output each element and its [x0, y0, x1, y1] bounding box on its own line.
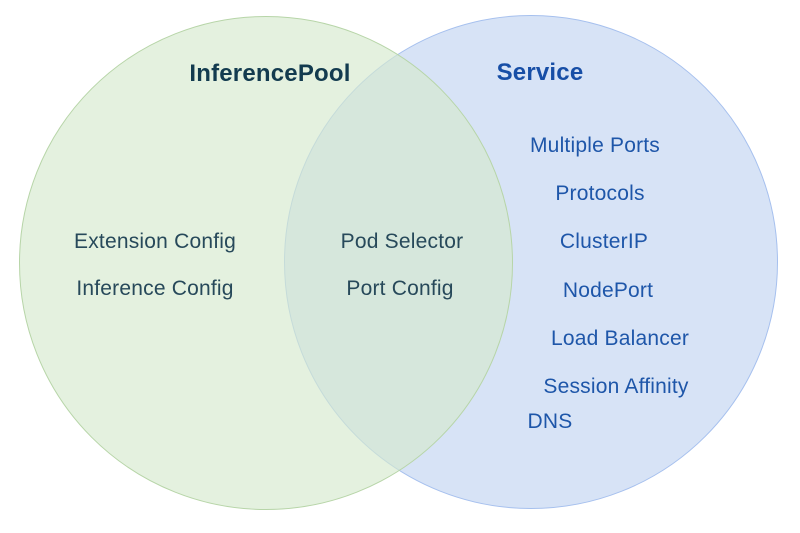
- intersection-item: Pod Selector: [340, 230, 464, 253]
- service-item: Session Affinity: [543, 375, 689, 398]
- service-item: ClusterIP: [559, 230, 649, 253]
- intersection-item: Port Config: [346, 277, 454, 300]
- service-item: NodePort: [562, 279, 654, 302]
- service-item: Protocols: [555, 182, 645, 205]
- inferencepool-item: Inference Config: [76, 277, 234, 300]
- service-item: Multiple Ports: [529, 134, 661, 157]
- inferencepool-circle: [19, 16, 513, 510]
- service-item: Load Balancer: [550, 327, 690, 350]
- inferencepool-item: Extension Config: [74, 230, 236, 253]
- service-item: DNS: [527, 410, 573, 433]
- service-title: Service: [496, 59, 584, 86]
- inferencepool-title: InferencePool: [189, 60, 351, 87]
